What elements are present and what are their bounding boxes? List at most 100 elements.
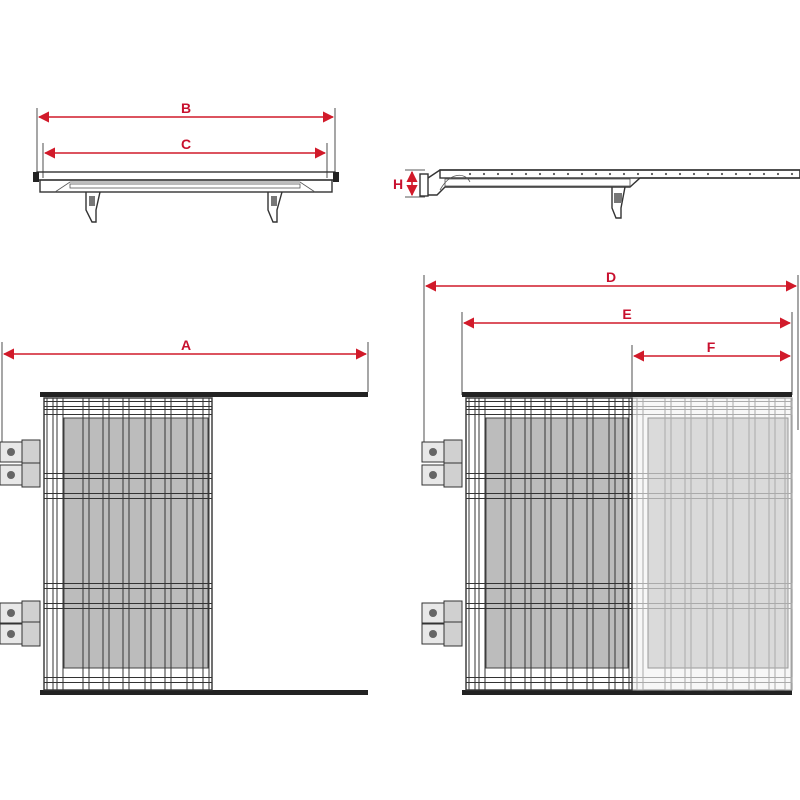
side-view-closed: B C bbox=[33, 100, 339, 223]
frame-member bbox=[465, 677, 633, 683]
bracket-plate bbox=[443, 621, 463, 647]
frame-member bbox=[684, 397, 692, 691]
frame-member bbox=[468, 397, 476, 691]
rivet bbox=[776, 172, 780, 176]
frame-member bbox=[465, 409, 633, 415]
frame-member bbox=[202, 397, 210, 691]
bolt bbox=[7, 609, 15, 617]
frame-member bbox=[144, 397, 152, 691]
bolt bbox=[429, 630, 437, 638]
dimension-a-label: A bbox=[181, 337, 191, 353]
frame-member bbox=[56, 397, 64, 691]
deck-rivets bbox=[468, 172, 794, 176]
frame-member bbox=[465, 473, 633, 479]
top-view-closed: A bbox=[0, 337, 369, 695]
rivet bbox=[636, 172, 640, 176]
frame-member bbox=[102, 397, 110, 691]
guide-rail-bottom bbox=[40, 690, 368, 695]
frame-member bbox=[784, 397, 792, 691]
bolt bbox=[7, 471, 15, 479]
bracket-plate bbox=[21, 439, 41, 465]
rivet bbox=[524, 172, 528, 176]
rivet bbox=[594, 172, 598, 176]
rivet bbox=[566, 172, 570, 176]
frame-member bbox=[43, 677, 213, 683]
frame-member bbox=[726, 397, 734, 691]
dimension-b-label: B bbox=[181, 100, 191, 116]
rivet bbox=[510, 172, 514, 176]
frame-member bbox=[504, 397, 512, 691]
guide-rail-top bbox=[462, 392, 792, 397]
bolt bbox=[429, 471, 437, 479]
bracket-plate bbox=[21, 462, 41, 488]
bolt bbox=[7, 630, 15, 638]
guide-rail-top bbox=[40, 392, 368, 397]
guide-rail-bottom bbox=[462, 690, 792, 695]
rivet bbox=[650, 172, 654, 176]
frame-member bbox=[478, 397, 486, 691]
frame-member bbox=[43, 473, 213, 479]
rivet bbox=[692, 172, 696, 176]
rivet bbox=[720, 172, 724, 176]
dimension-e-label: E bbox=[622, 306, 631, 322]
bracket-plate bbox=[21, 621, 41, 647]
bracket-plate bbox=[21, 600, 41, 626]
dimension-h-label: H bbox=[393, 176, 403, 192]
frame-member bbox=[622, 397, 630, 691]
frame-member bbox=[43, 409, 213, 415]
frame-member bbox=[186, 397, 194, 691]
bracket-plate bbox=[443, 600, 463, 626]
frame-member bbox=[43, 493, 213, 499]
bolt bbox=[429, 609, 437, 617]
frame-member bbox=[465, 603, 633, 609]
frame-member bbox=[46, 397, 54, 691]
dimension-d-label: D bbox=[606, 269, 616, 285]
frame-member bbox=[768, 397, 776, 691]
frame-member bbox=[636, 397, 644, 691]
frame-member bbox=[586, 397, 594, 691]
frame-member bbox=[748, 397, 756, 691]
frame-member bbox=[43, 603, 213, 609]
frame-member bbox=[465, 493, 633, 499]
frame-member bbox=[82, 397, 90, 691]
rivet bbox=[496, 172, 500, 176]
rivet bbox=[790, 172, 794, 176]
support-leg bbox=[611, 186, 626, 219]
frame-member bbox=[164, 397, 172, 691]
top-view-extended: D E F bbox=[421, 269, 799, 695]
rivet bbox=[538, 172, 542, 176]
frame-member bbox=[465, 401, 633, 407]
rivet bbox=[748, 172, 752, 176]
rivet bbox=[608, 172, 612, 176]
dimension-c-label: C bbox=[181, 136, 191, 152]
frame-member bbox=[122, 397, 130, 691]
rivet bbox=[678, 172, 682, 176]
rivet bbox=[706, 172, 710, 176]
side-view-extended: H bbox=[393, 169, 800, 219]
rivet bbox=[762, 172, 766, 176]
frame-grid bbox=[43, 397, 213, 691]
bolt bbox=[7, 448, 15, 456]
rivet bbox=[482, 172, 486, 176]
frame-member bbox=[566, 397, 574, 691]
frame-grid bbox=[465, 397, 633, 691]
support-leg bbox=[85, 191, 101, 223]
frame-member bbox=[608, 397, 616, 691]
mounting-brackets bbox=[421, 439, 463, 647]
support-leg bbox=[267, 191, 283, 223]
rivet bbox=[734, 172, 738, 176]
frame-member bbox=[524, 397, 532, 691]
frame-member bbox=[43, 583, 213, 589]
bolt bbox=[429, 448, 437, 456]
bracket-plate bbox=[443, 462, 463, 488]
rivet bbox=[468, 172, 472, 176]
bracket-plate bbox=[443, 439, 463, 465]
rivet bbox=[622, 172, 626, 176]
frame-member bbox=[43, 401, 213, 407]
mounting-brackets bbox=[0, 439, 41, 647]
frame-member bbox=[664, 397, 672, 691]
frame-member bbox=[706, 397, 714, 691]
rivet bbox=[552, 172, 556, 176]
dimension-f-label: F bbox=[707, 339, 716, 355]
